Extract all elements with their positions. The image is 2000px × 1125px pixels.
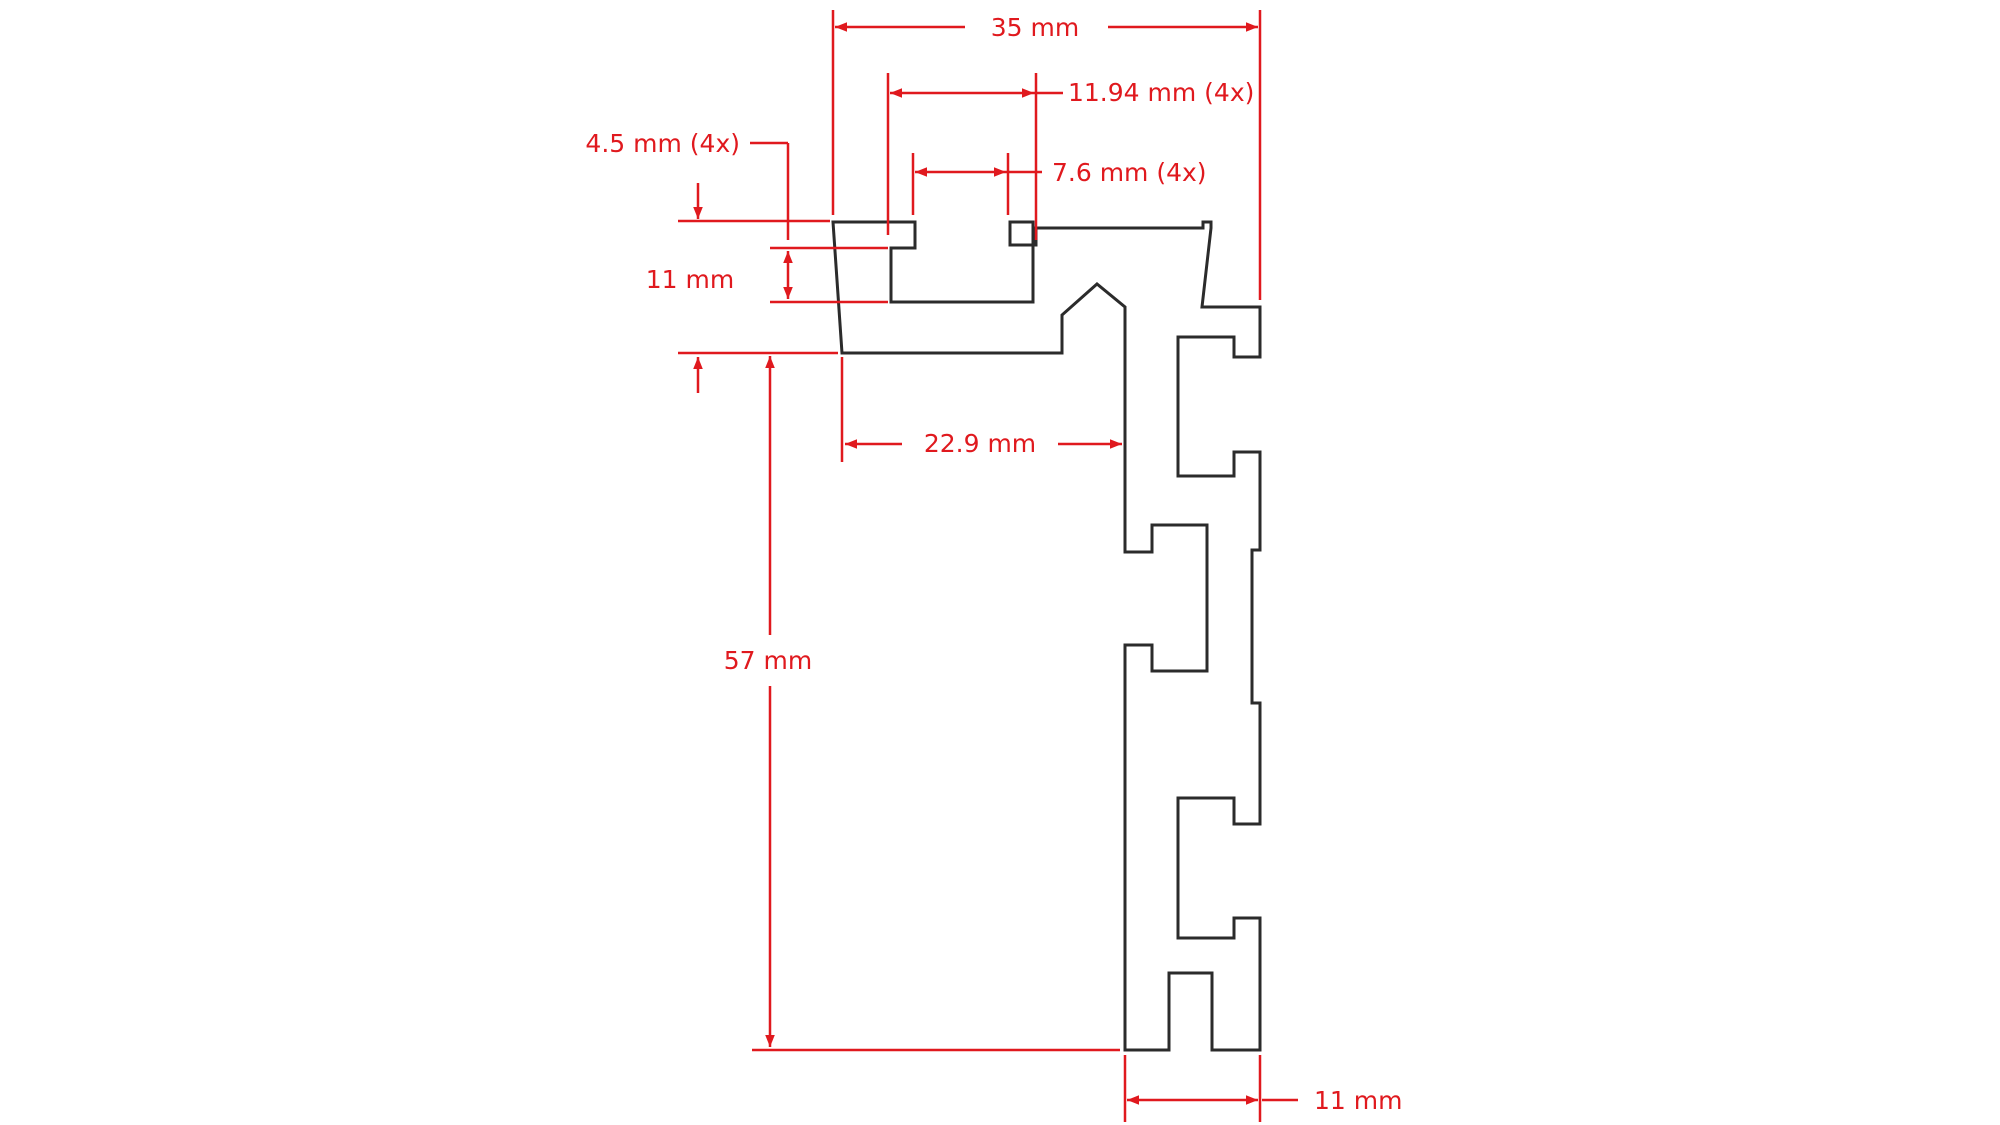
dimension-labels: 35 mm 11.94 mm (4x) 7.6 mm (4x) 4.5 mm (…: [585, 13, 1402, 1115]
label-22-9mm: 22.9 mm: [924, 429, 1036, 458]
label-35mm: 35 mm: [991, 13, 1079, 42]
profile-outline: [831, 220, 1262, 1052]
label-11-94mm: 11.94 mm (4x): [1068, 78, 1254, 107]
label-7-6mm: 7.6 mm (4x): [1052, 158, 1207, 187]
profile-path: [831, 220, 1262, 1052]
label-57mm: 57 mm: [724, 646, 812, 675]
dimension-lines: [678, 10, 1298, 1122]
label-11mm-depth: 11 mm: [646, 265, 734, 294]
label-4-5mm: 4.5 mm (4x): [585, 129, 740, 158]
label-11mm-stem: 11 mm: [1314, 1086, 1402, 1115]
